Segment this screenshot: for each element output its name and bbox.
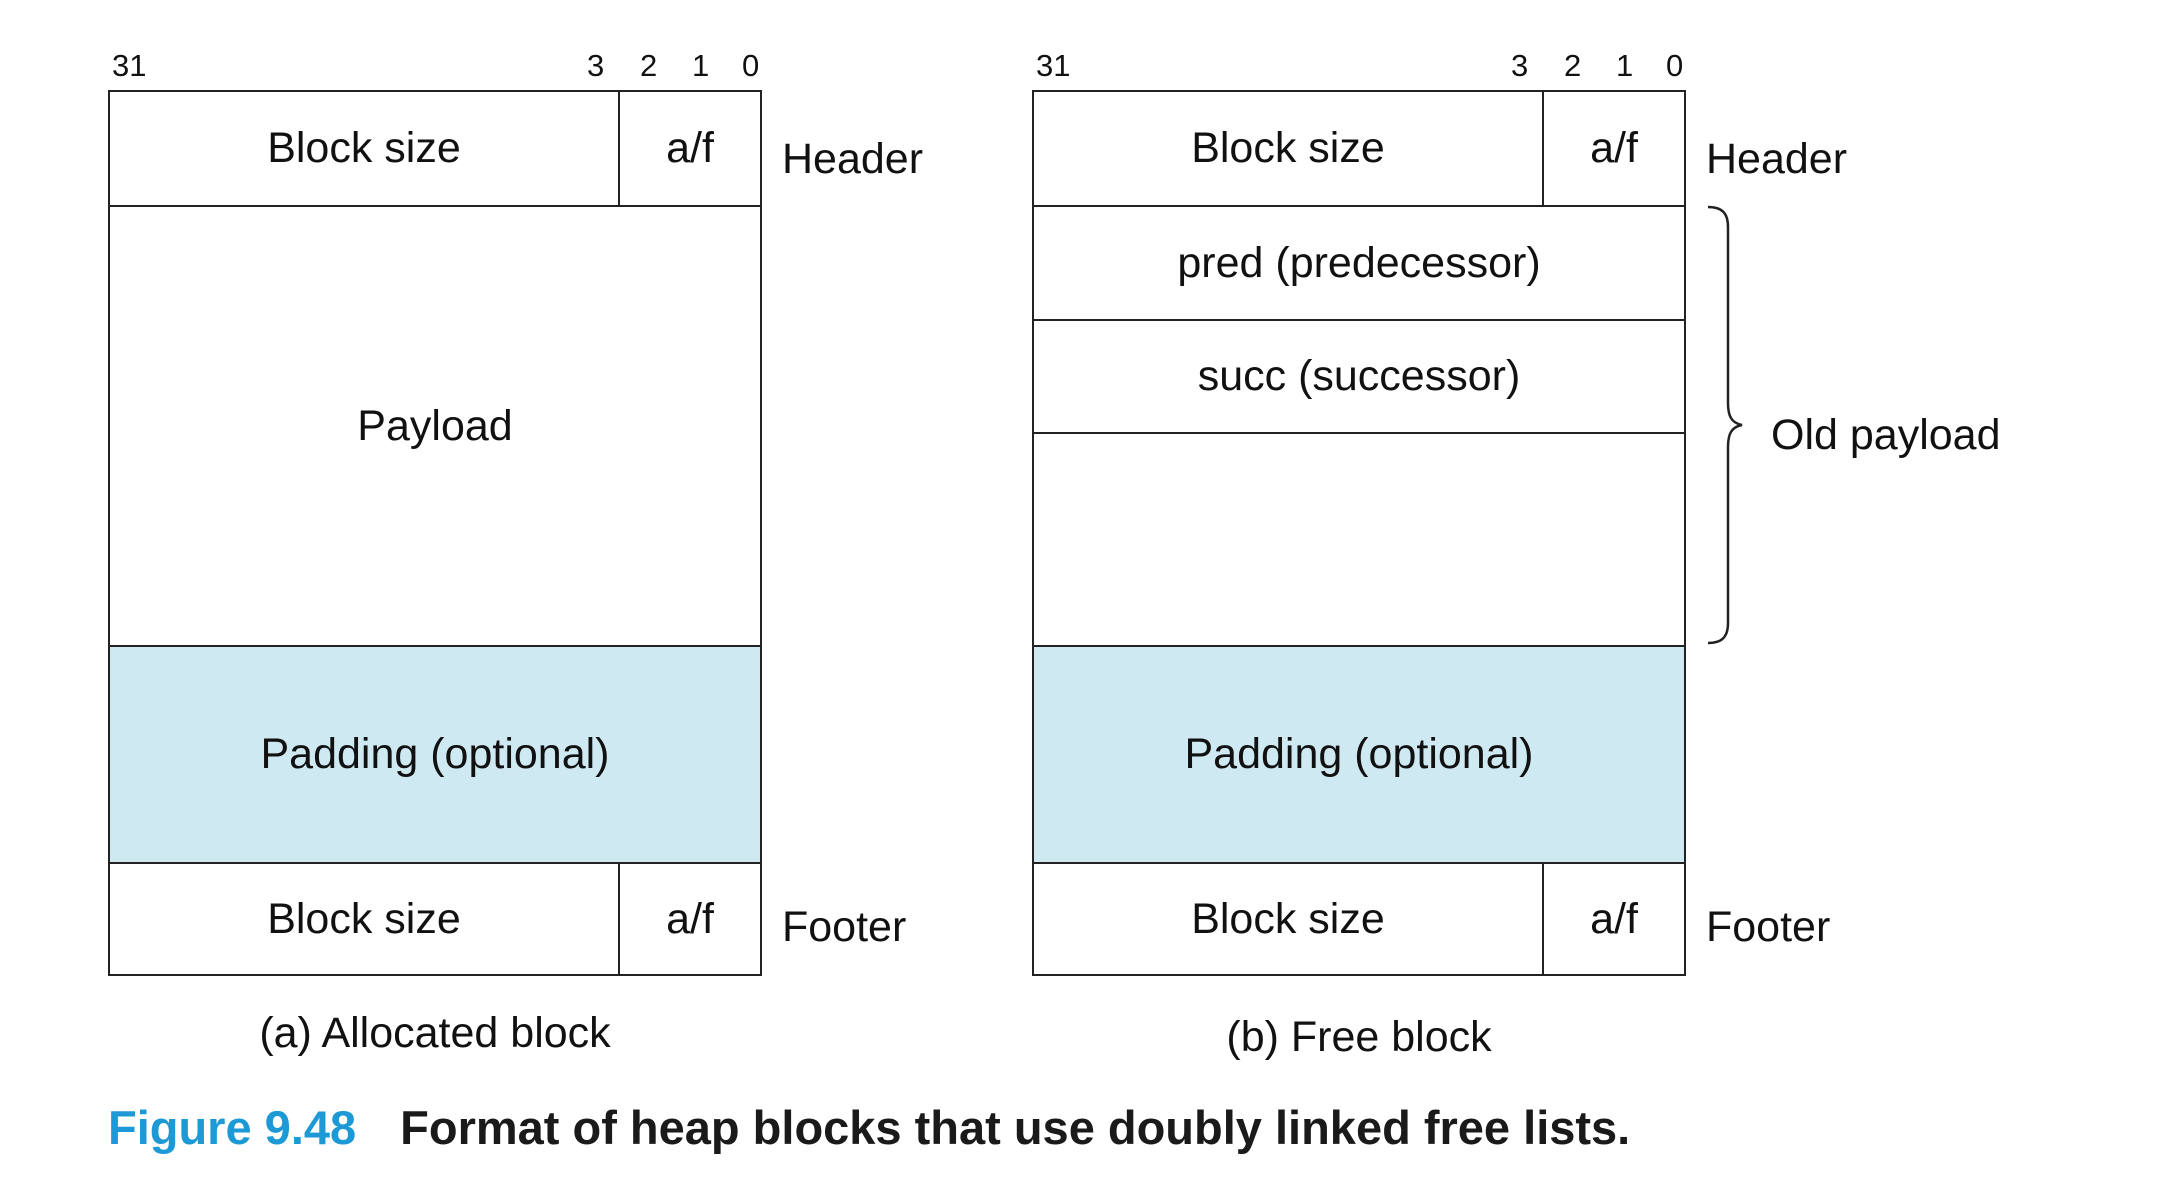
allocated-block: Block size a/f Payload Padding (optional… — [108, 90, 762, 976]
bit-label-31: 31 — [112, 48, 147, 83]
bit-label-31: 31 — [1036, 48, 1071, 83]
free-pred: pred (predecessor) — [1177, 238, 1541, 287]
figure-caption-text: Format of heap blocks that use doubly li… — [400, 1101, 1631, 1154]
allocated-footer-af: a/f — [618, 864, 760, 974]
bit-label-1: 1 — [1616, 48, 1634, 83]
bit-label-0: 0 — [742, 48, 760, 83]
allocated-footer-row: Block size a/f — [110, 862, 760, 974]
free-old-payload-row — [1034, 432, 1684, 645]
free-succ: succ (successor) — [1197, 352, 1521, 400]
bit-label-3: 3 — [1511, 48, 1529, 83]
allocated-header-row: Block size a/f — [110, 92, 760, 205]
allocated-header-label: Header — [782, 135, 924, 183]
free-padding: Padding (optional) — [1184, 730, 1534, 778]
free-pred-row: pred (predecessor) — [1034, 205, 1684, 319]
allocated-block-subtitle: (a) Allocated block — [259, 1009, 611, 1057]
figure-caption: Figure 9.48 Format of heap blocks that us… — [108, 1104, 1630, 1151]
free-footer-label: Footer — [1706, 903, 1831, 951]
allocated-footer-label: Footer — [782, 903, 907, 951]
allocated-padding-row: Padding (optional) — [110, 645, 760, 862]
free-footer-block-size: Block size — [1191, 894, 1385, 943]
bit-label-2: 2 — [1564, 48, 1582, 83]
old-payload-brace — [1707, 205, 1743, 645]
free-header-af: a/f — [1542, 92, 1684, 205]
free-block: Block size a/f pred (predecessor) succ (… — [1032, 90, 1686, 976]
free-header-label: Header — [1706, 135, 1848, 183]
free-block-subtitle: (b) Free block — [1226, 1013, 1492, 1061]
free-old-payload-label: Old payload — [1771, 411, 2001, 459]
allocated-payload-row: Payload — [110, 205, 760, 645]
free-header-row: Block size a/f — [1034, 92, 1684, 205]
bit-label-2: 2 — [640, 48, 658, 83]
free-header-block-size: Block size — [1191, 124, 1385, 172]
bit-label-1: 1 — [692, 48, 710, 83]
bit-label-3: 3 — [587, 48, 605, 83]
allocated-footer-block-size: Block size — [267, 894, 461, 943]
free-padding-row: Padding (optional) — [1034, 645, 1684, 862]
allocated-payload: Payload — [357, 401, 513, 450]
allocated-padding: Padding (optional) — [260, 730, 610, 778]
bit-label-0: 0 — [1666, 48, 1684, 83]
figure-number: Figure 9.48 — [108, 1101, 357, 1154]
allocated-header-block-size: Block size — [267, 124, 461, 172]
allocated-header-af: a/f — [618, 92, 760, 205]
free-succ-row: succ (successor) — [1034, 319, 1684, 432]
free-footer-af: a/f — [1542, 864, 1684, 974]
free-footer-row: Block size a/f — [1034, 862, 1684, 974]
